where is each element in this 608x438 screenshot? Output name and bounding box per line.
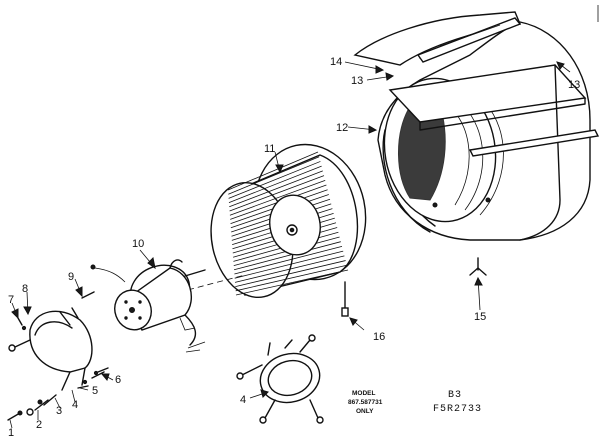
- callout-9: 9: [68, 271, 74, 283]
- reference-code: B3 F5R2733: [433, 390, 482, 415]
- wheel-blade: [235, 264, 347, 292]
- blower-housing: [377, 21, 600, 241]
- callout-12: 12: [336, 122, 348, 134]
- model-note-line2: 867.587731: [348, 399, 383, 406]
- reference-code-2: F5R2733: [433, 404, 482, 415]
- blower-wheel: [129, 143, 367, 306]
- wheel-blade: [228, 161, 321, 199]
- hardware: [43, 257, 487, 406]
- callout-labels: 14 13 13 12 11 10 9 8 7 16 15 6 5 4 3 2 …: [8, 56, 580, 438]
- callout-3: 3: [56, 405, 62, 417]
- callout-1: 1: [8, 427, 14, 438]
- callout-10: 10: [132, 238, 144, 250]
- model-note-line1: MODEL: [352, 390, 376, 397]
- callout-13-right: 13: [568, 79, 580, 91]
- wheel-blade: [234, 246, 343, 275]
- reference-code-1: B3: [448, 390, 462, 401]
- wheel-blade: [229, 170, 323, 208]
- motor-mount-band-alt: [236, 334, 324, 424]
- housing-divider: [353, 11, 522, 66]
- wheel-blade: [234, 255, 345, 283]
- callout-11: 11: [264, 143, 275, 155]
- callout-15: 15: [474, 311, 486, 323]
- callout-7: 7: [8, 294, 14, 306]
- wheel-blade: [234, 250, 344, 279]
- wheel-blade: [229, 175, 325, 212]
- callout-5: 5: [92, 385, 98, 397]
- blower-motor: [90, 259, 206, 353]
- motor-mount-band: [7, 307, 109, 421]
- wheel-blade: [233, 241, 341, 271]
- callout-14: 14: [330, 56, 342, 68]
- leader-lines: [9, 61, 571, 429]
- model-note-line3: ONLY: [356, 408, 374, 415]
- wheel-blade: [235, 260, 346, 287]
- wheel-blade: [229, 179, 326, 216]
- callout-13-left: 13: [351, 75, 363, 87]
- callout-4-bottom: 4: [240, 394, 246, 406]
- wheel-blade: [228, 156, 320, 195]
- callout-4-left: 4: [72, 399, 78, 411]
- model-note: MODEL 867.587731 ONLY: [348, 390, 383, 415]
- callout-8: 8: [22, 283, 28, 295]
- wheel-blade: [228, 165, 322, 203]
- callout-16: 16: [373, 331, 385, 343]
- wheel-blade: [227, 151, 319, 191]
- callout-2: 2: [36, 419, 42, 431]
- callout-6: 6: [115, 374, 121, 386]
- wheel-blade: [235, 269, 349, 296]
